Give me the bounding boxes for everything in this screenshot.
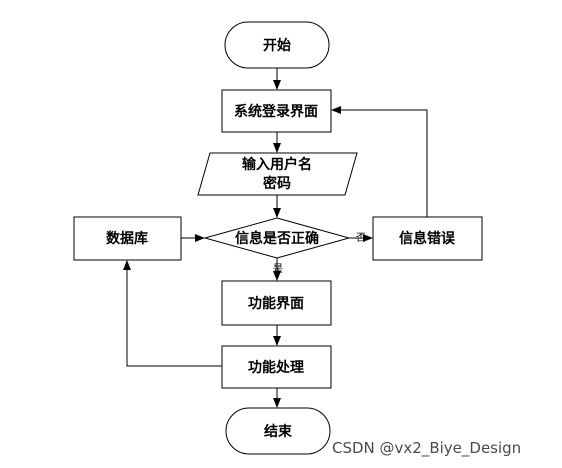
login-label: 系统登录界面 <box>234 103 318 120</box>
decision-node: 信息是否正确 <box>203 217 351 259</box>
edge-label-yes: 是 <box>273 263 283 275</box>
watermark-text: CSDN @vx2_Biye_Design <box>332 439 521 458</box>
input-label-line1: 输入用户名 <box>242 156 312 173</box>
start-label: 开始 <box>263 37 291 54</box>
edge-process-database <box>123 260 222 367</box>
function-ui-label: 功能界面 <box>248 295 304 312</box>
decision-label: 信息是否正确 <box>235 230 319 247</box>
input-node: 输入用户名 密码 <box>197 152 358 196</box>
start-node: 开始 <box>224 21 330 69</box>
end-label: 结束 <box>264 423 293 440</box>
database-node: 数据库 <box>73 216 182 261</box>
function-ui-node: 功能界面 <box>221 280 332 326</box>
database-label: 数据库 <box>106 230 148 247</box>
end-node: 结束 <box>225 407 331 455</box>
error-label: 信息错误 <box>399 230 456 247</box>
function-process-label: 功能处理 <box>248 359 304 376</box>
edge-label-no: 否 <box>356 232 366 244</box>
function-process-node: 功能处理 <box>221 345 332 389</box>
login-node: 系统登录界面 <box>221 89 332 133</box>
edge-error-login <box>331 106 428 217</box>
input-label-line2: 密码 <box>262 175 291 192</box>
error-node: 信息错误 <box>372 216 483 261</box>
